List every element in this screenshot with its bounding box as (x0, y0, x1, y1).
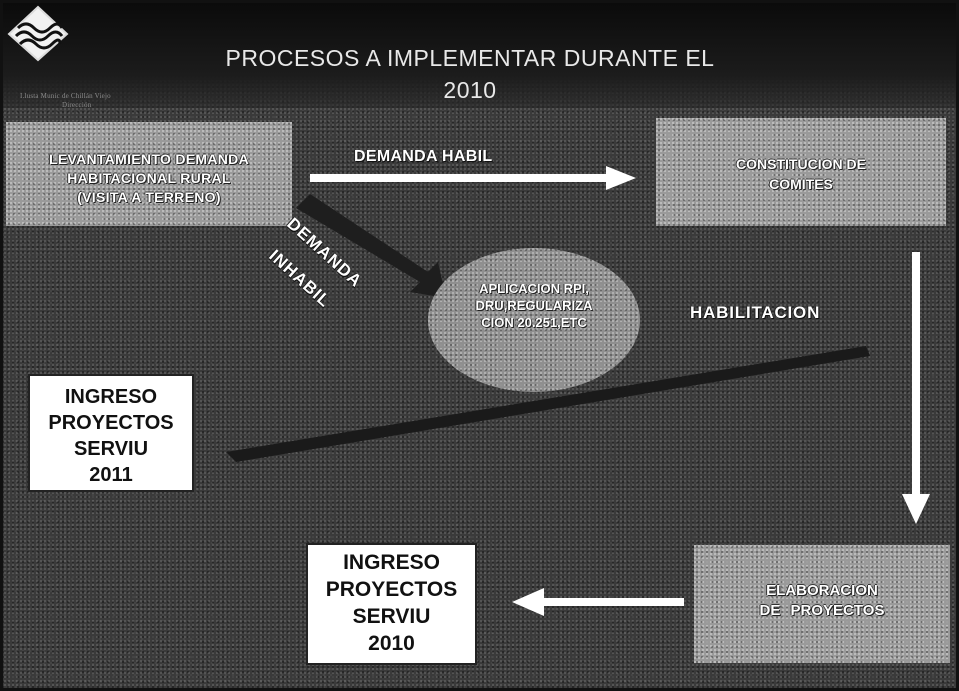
ingreso-2010-box: INGRESO PROYECTOS SERVIU 2010 (306, 543, 477, 665)
left-arrow-shaft (540, 598, 684, 606)
constitucion-line-1: CONSTITUCION DE (736, 156, 866, 172)
left-arrow-head (512, 588, 544, 616)
organization-line-2: Dirección (62, 101, 92, 109)
constitucion-line-2: COMITES (769, 176, 833, 192)
waves-emblem-icon (7, 5, 69, 62)
aplicacion-circle: APLICACION RPI, DRU,REGULARIZA CION 20.2… (428, 248, 640, 392)
levantamiento-box: LEVANTAMIENTO DEMANDA HABITACIONAL RURAL… (6, 122, 292, 226)
ingreso-2010-line-4: 2010 (368, 632, 415, 655)
circle-line-2: DRU,REGULARIZA (475, 298, 593, 313)
organization-caption: I.lusta Munic de Chillán Viejo Dirección (20, 92, 190, 110)
ingreso-2010-line-3: SERVIU (352, 605, 431, 628)
down-arrow-head (902, 494, 930, 524)
constitucion-box: CONSTITUCION DE COMITES (656, 118, 946, 226)
demanda-habil-label: DEMANDA HABIL (354, 148, 493, 165)
elaboracion-box: ELABORACION DE PROYECTOS (694, 545, 950, 663)
demanda-habil-arrow-shaft (310, 174, 610, 182)
title-line-2: 2010 (443, 77, 497, 103)
elaboracion-line-2: DE PROYECTOS (759, 602, 885, 619)
habilitacion-converging-band (226, 346, 870, 462)
header-band (0, 0, 959, 108)
ingreso-2011-line-2: PROYECTOS (48, 412, 174, 434)
ingreso-2010-line-2: PROYECTOS (325, 578, 458, 601)
demanda-habil-arrow-head (606, 166, 636, 190)
circle-line-3: CION 20.251,ETC (481, 315, 587, 330)
ingreso-2010-line-1: INGRESO (343, 551, 440, 574)
levantamiento-line-1: LEVANTAMIENTO DEMANDA (49, 151, 249, 167)
ingreso-2011-line-4: 2011 (89, 464, 133, 486)
ingreso-2011-line-1: INGRESO (64, 386, 158, 408)
elaboracion-line-1: ELABORACION (766, 582, 878, 599)
page-title: PROCESOS A IMPLEMENTAR DURANTE EL 2010 (120, 42, 820, 106)
ingreso-2011-box: INGRESO PROYECTOS SERVIU 2011 (28, 374, 194, 492)
ingreso-2011-line-3: SERVIU (73, 438, 149, 460)
title-line-1: PROCESOS A IMPLEMENTAR DURANTE EL (225, 45, 715, 71)
circle-line-1: APLICACION RPI, (479, 281, 589, 296)
levantamiento-line-3: (VISITA A TERRENO) (77, 189, 221, 205)
organization-line-1: I.lusta Munic de Chillán Viejo (20, 92, 111, 100)
habilitacion-label: HABILITACION (690, 303, 821, 322)
levantamiento-line-2: HABITACIONAL RURAL (67, 170, 231, 186)
demanda-inhabil-arrow (296, 194, 446, 298)
down-arrow-shaft (912, 252, 920, 498)
